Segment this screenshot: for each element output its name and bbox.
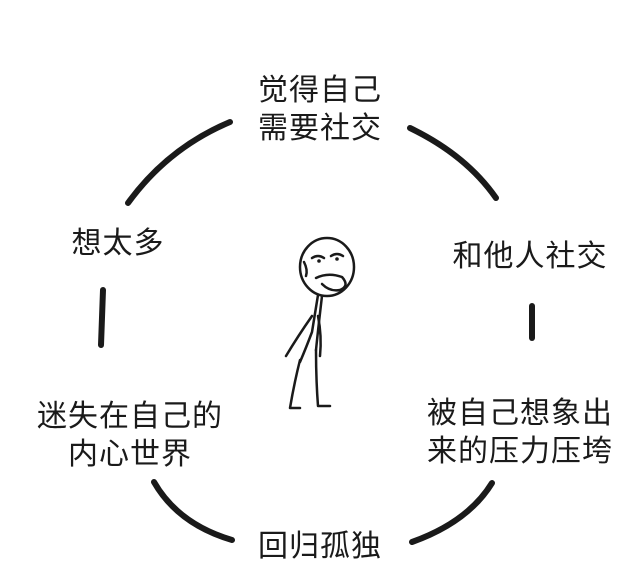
node-lower-right-line-2: 来的压力压垮 — [427, 434, 613, 469]
figure-mouth — [314, 273, 347, 292]
cycle-node-lower-right: 被自己想象出 来的压力压垮 — [410, 395, 630, 471]
cycle-node-left: 想太多 — [48, 225, 188, 263]
node-lower-right-line-1: 被自己想象出 — [427, 396, 613, 431]
node-top-line-2: 需要社交 — [258, 111, 382, 146]
cycle-node-right: 和他人社交 — [430, 238, 630, 276]
node-top-line-1: 觉得自己 — [258, 73, 382, 108]
figure-head — [298, 236, 356, 298]
figure-legs — [288, 348, 332, 410]
cycle-arc-top-right — [407, 125, 499, 201]
cycle-arc-left — [98, 287, 106, 348]
stick-figure — [284, 236, 356, 410]
cycle-arc-bottom-right — [409, 480, 495, 545]
node-bottom-line-1: 回归孤独 — [258, 529, 382, 564]
cycle-arc-top-left — [125, 119, 233, 206]
node-lower-left-line-2: 内心世界 — [68, 437, 192, 472]
cycle-arc-bottom-left — [151, 479, 235, 543]
cycle-node-bottom: 回归孤独 — [235, 528, 405, 566]
figure-arms — [284, 314, 322, 358]
cycle-node-lower-left: 迷失在自己的 内心世界 — [20, 398, 240, 474]
figure-eyes — [310, 252, 345, 260]
node-lower-left-line-1: 迷失在自己的 — [37, 399, 223, 434]
node-right-line-1: 和他人社交 — [452, 239, 608, 274]
cycle-node-top: 觉得自己 需要社交 — [240, 72, 400, 148]
node-left-line-1: 想太多 — [71, 226, 165, 261]
